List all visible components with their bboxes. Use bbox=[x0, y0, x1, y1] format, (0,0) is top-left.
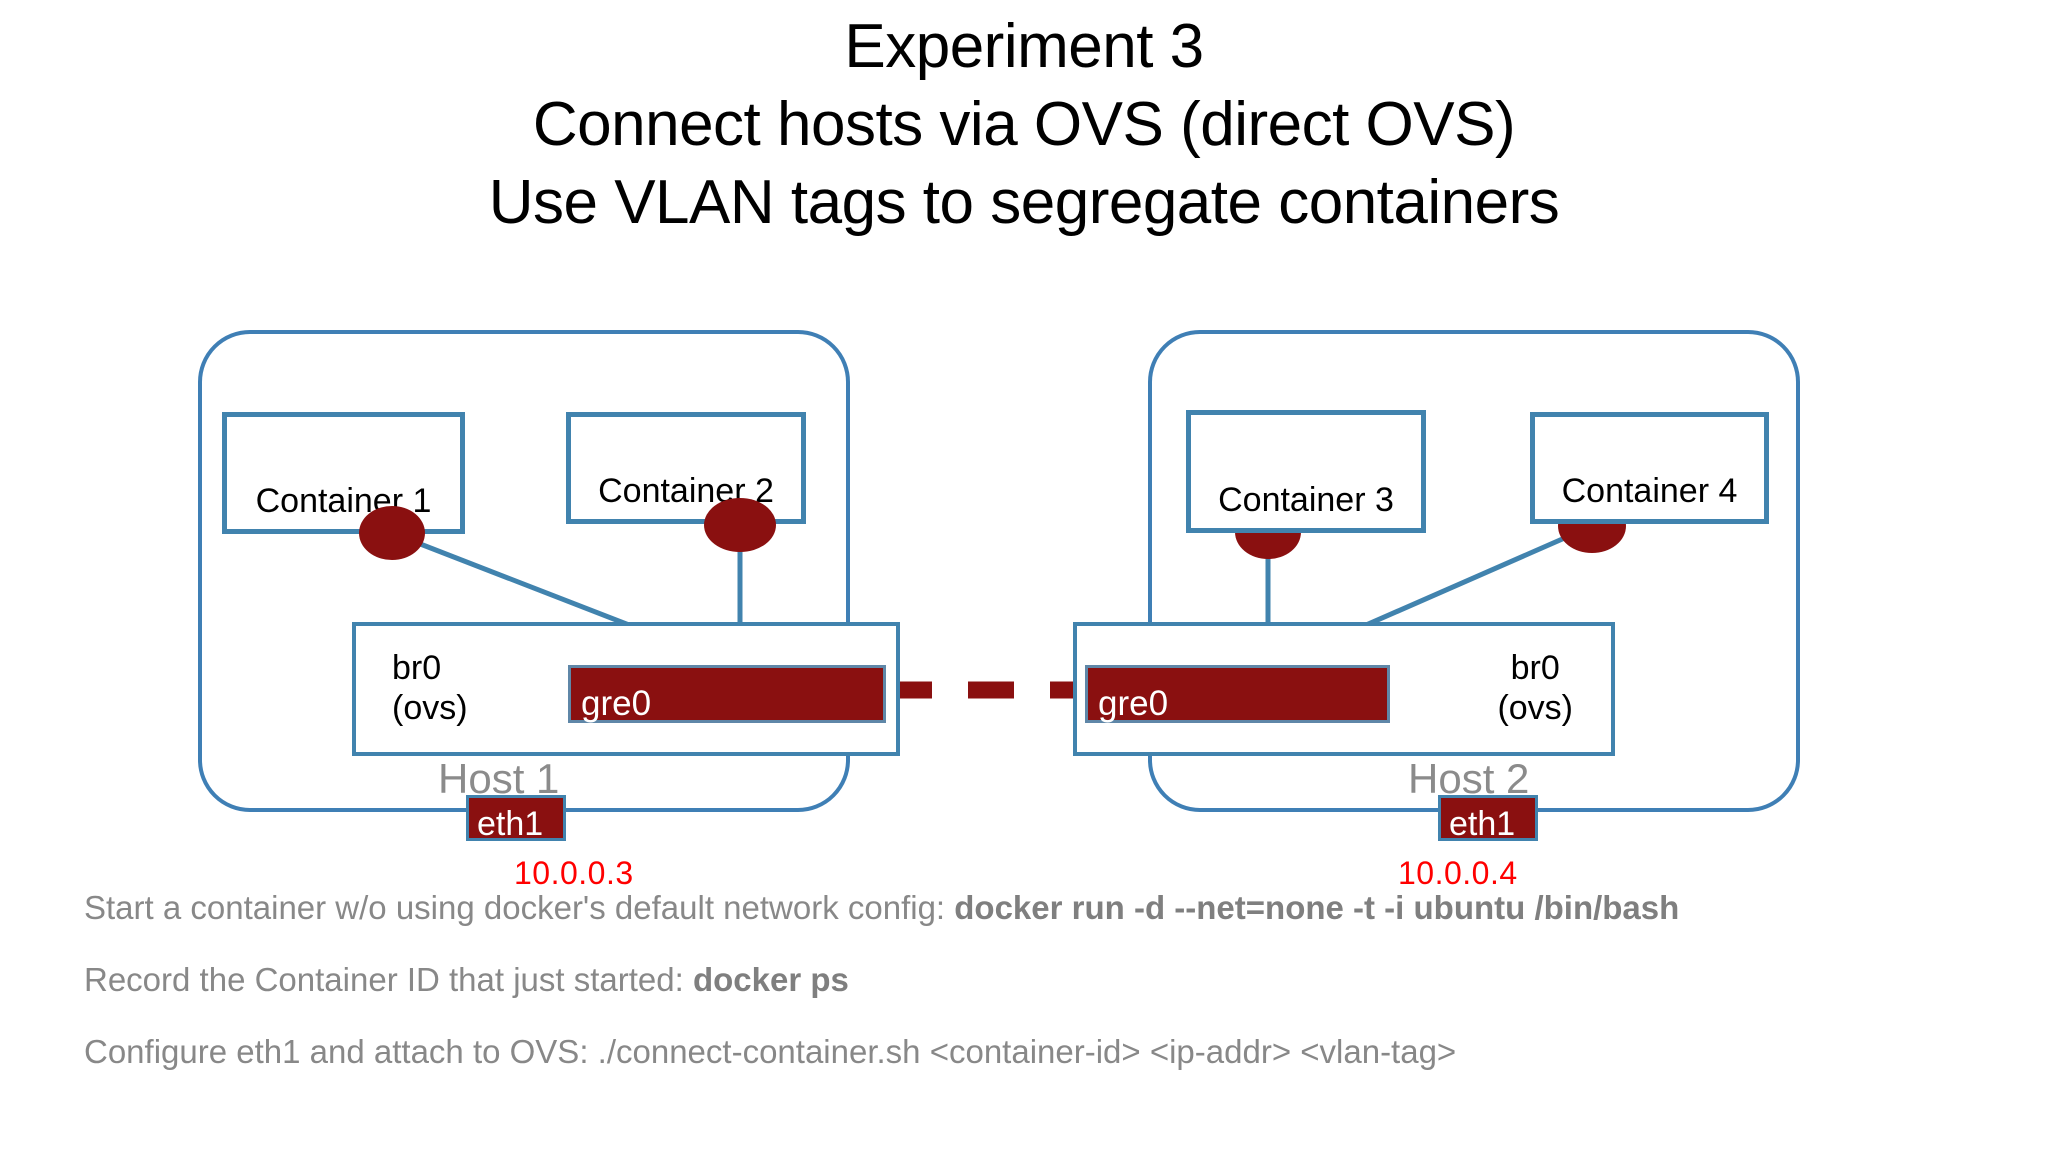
instruction-line-3: Configure eth1 and attach to OVS: ./conn… bbox=[84, 1016, 1984, 1088]
instruction-line-1-text: Start a container w/o using docker's def… bbox=[84, 889, 955, 926]
host-1-eth1-nic[interactable]: eth1 bbox=[466, 795, 566, 843]
host-2-br0-label: br0 (ovs) bbox=[1497, 648, 1573, 728]
container-3-label: Container 3 bbox=[1218, 481, 1394, 519]
host-2-name: Host 2 bbox=[1408, 755, 1530, 802]
instruction-line-3-text: Configure eth1 and attach to OVS: ./conn… bbox=[84, 1033, 1457, 1070]
container-1-veth-endpoint bbox=[359, 506, 425, 560]
instruction-line-1-command: docker run -d --net=none -t -i ubuntu /b… bbox=[954, 889, 1680, 926]
host-2-br0-type: (ovs) bbox=[1497, 689, 1573, 727]
host-2-eth1-ip: 10.0.0.4 bbox=[1398, 855, 1518, 891]
instruction-line-2: Record the Container ID that just starte… bbox=[84, 944, 1984, 1016]
container-3-box[interactable]: Container 3 bbox=[1186, 410, 1426, 533]
host-2-eth1-label: eth1 bbox=[1449, 805, 1516, 843]
instruction-line-2-text: Record the Container ID that just starte… bbox=[84, 961, 693, 998]
container-4-label: Container 4 bbox=[1561, 472, 1738, 510]
container-4-box[interactable]: Container 4 bbox=[1530, 412, 1769, 524]
container-2-label: Container 2 bbox=[598, 472, 774, 510]
container-2-veth-endpoint bbox=[704, 498, 776, 552]
container-1-label: Container 1 bbox=[255, 482, 432, 520]
host-2-eth1-nic[interactable]: eth1 bbox=[1438, 795, 1538, 843]
instruction-line-1: Start a container w/o using docker's def… bbox=[84, 872, 1984, 944]
container-1-box[interactable]: Container 1 bbox=[222, 412, 465, 534]
host-1-br0-label: br0 (ovs) bbox=[392, 648, 468, 728]
host-1-gre0-port[interactable]: gre0 bbox=[568, 665, 886, 723]
instruction-list: Start a container w/o using docker's def… bbox=[84, 872, 1984, 1088]
title-line-3: Use VLAN tags to segregate containers bbox=[488, 168, 1560, 237]
host-2-gre0-port[interactable]: gre0 bbox=[1085, 665, 1390, 723]
host-1-gre0-label: gre0 bbox=[581, 684, 652, 723]
instruction-line-2-command: docker ps bbox=[692, 961, 849, 998]
host-1-eth1-ip: 10.0.0.3 bbox=[514, 855, 634, 891]
host-1-br0-name: br0 bbox=[392, 649, 442, 687]
title-line-2: Connect hosts via OVS (direct OVS) bbox=[532, 90, 1516, 159]
host-1-br0-type: (ovs) bbox=[392, 689, 468, 727]
host-2-br0-name: br0 bbox=[1510, 649, 1560, 687]
slide-title: Experiment 3 Connect hosts via OVS (dire… bbox=[0, 8, 2048, 242]
host-1-name: Host 1 bbox=[438, 755, 560, 802]
container-2-box[interactable]: Container 2 bbox=[566, 412, 806, 524]
host-1-eth1-label: eth1 bbox=[477, 805, 544, 843]
title-line-1: Experiment 3 bbox=[844, 12, 1204, 81]
host-2-gre0-label: gre0 bbox=[1098, 684, 1169, 723]
